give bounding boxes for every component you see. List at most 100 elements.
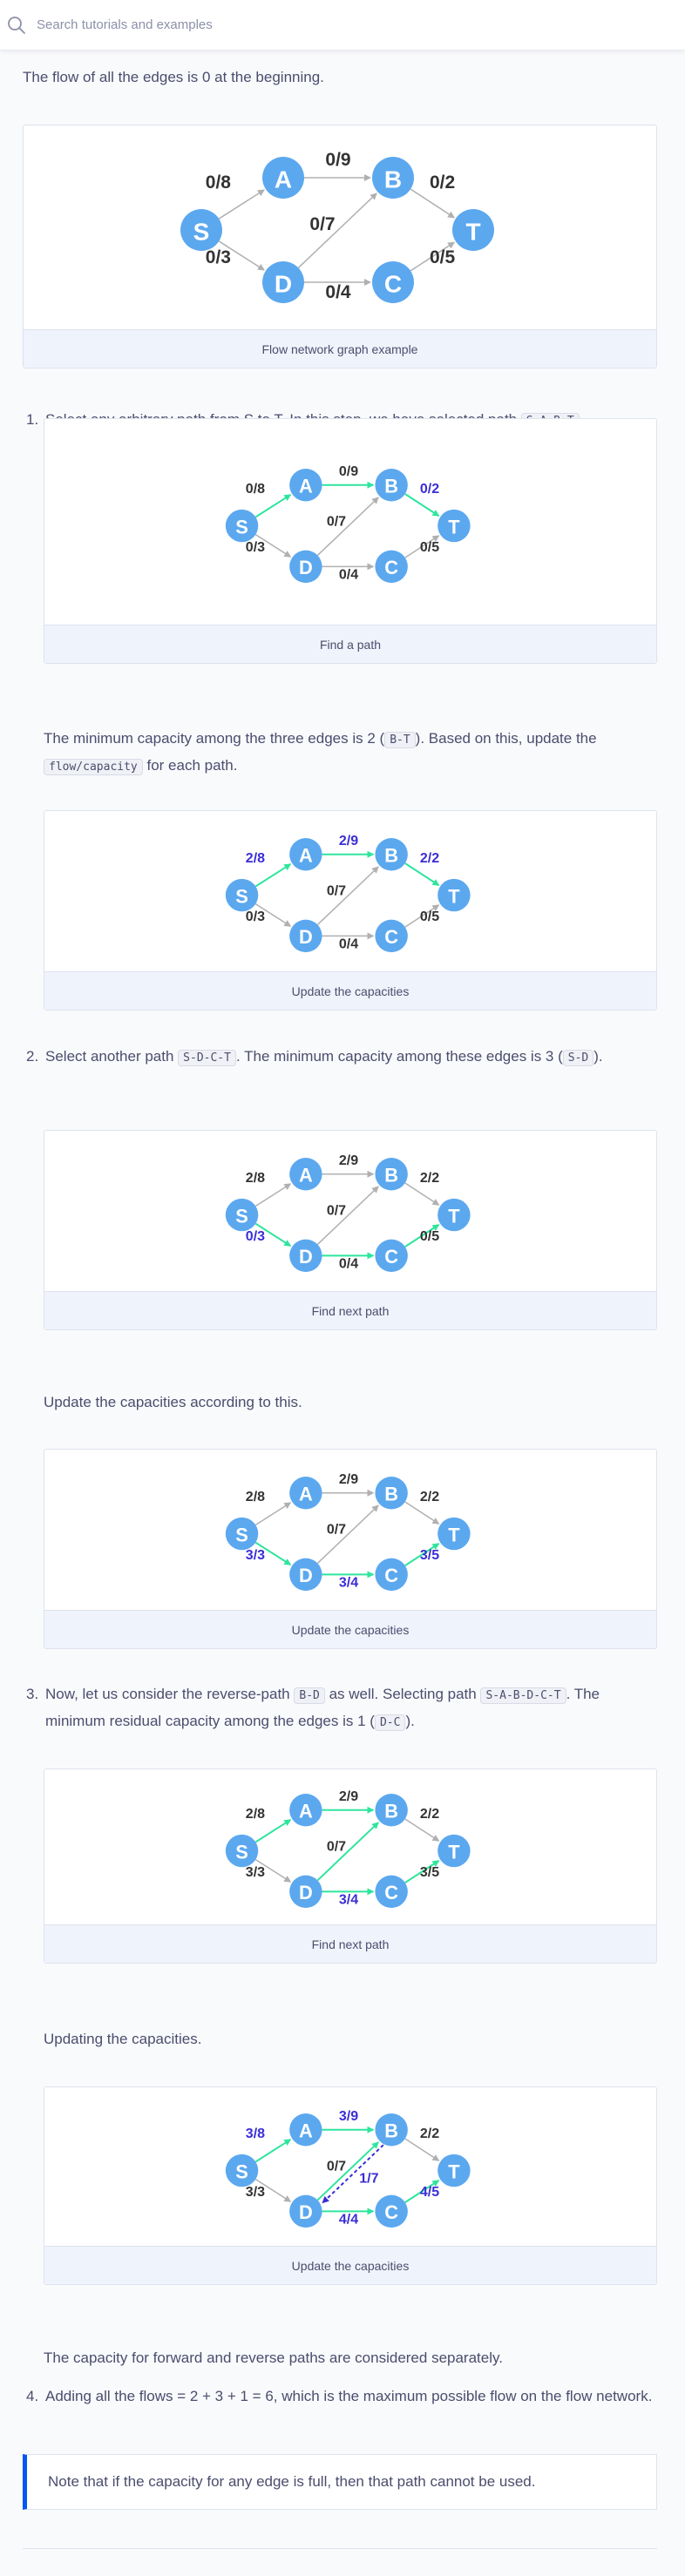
node-a: A — [289, 1477, 322, 1510]
node-s: S — [180, 209, 222, 251]
edge-sd — [254, 533, 292, 558]
node-t: T — [437, 1517, 471, 1551]
edge-db — [316, 1504, 379, 1564]
edge-sd — [254, 2178, 292, 2202]
edge-bt — [404, 1818, 440, 1842]
search-input[interactable]: Search tutorials and examples — [37, 17, 213, 32]
edge-label-sd: 3/3 — [246, 2185, 265, 2200]
edge-ct — [404, 535, 440, 558]
svg-text:A: A — [299, 845, 313, 867]
svg-text:D: D — [299, 926, 313, 948]
svg-text:B: B — [384, 476, 398, 497]
svg-text:T: T — [448, 1205, 460, 1227]
svg-text:D: D — [299, 557, 313, 578]
figure-caption: Find next path — [44, 1291, 656, 1329]
node-c: C — [375, 2194, 408, 2228]
min-capacity-text: The minimum capacity among the three edg… — [44, 730, 597, 775]
svg-text:S: S — [235, 516, 248, 538]
node-s: S — [225, 878, 259, 912]
svg-text:D: D — [299, 1565, 313, 1586]
step-3: 3. Now, let us consider the reverse-path… — [26, 1681, 662, 1734]
edge-label-sd: 0/3 — [246, 1229, 265, 1244]
svg-text:T: T — [448, 885, 460, 907]
node-t: T — [437, 2153, 471, 2187]
edge-label-dc: 0/4 — [339, 936, 358, 951]
edge-sa — [254, 494, 292, 518]
svg-text:D: D — [275, 270, 292, 297]
edge-label-ct: 0/5 — [420, 1229, 439, 1244]
edge-label-bt: 2/2 — [420, 1807, 439, 1822]
figure-caption: Update the capacities — [44, 971, 656, 1010]
node-a: A — [289, 1794, 322, 1827]
edge-label-bt: 2/2 — [420, 1490, 439, 1504]
search-bar[interactable]: Search tutorials and examples — [0, 0, 685, 51]
edge-bt — [404, 493, 440, 517]
node-s: S — [225, 1834, 259, 1868]
node-c: C — [375, 550, 408, 584]
svg-text:B: B — [384, 1801, 398, 1822]
code-flow-capacity: flow/capacity — [44, 759, 143, 775]
edge-label-dc: 4/4 — [339, 2212, 358, 2227]
edge-label-ab: 0/9 — [339, 464, 358, 479]
figure-caption: Flow network graph example — [24, 329, 656, 368]
node-c: C — [375, 1558, 408, 1592]
step-number: 2. — [26, 1048, 39, 1065]
edge-label-ct: 4/5 — [420, 2185, 439, 2200]
node-t: T — [437, 1198, 471, 1232]
node-a: A — [289, 838, 322, 871]
step-number: 4. — [26, 2388, 39, 2404]
edge-label-ab: 2/9 — [339, 1789, 358, 1804]
edge-ct — [404, 1543, 440, 1566]
svg-text:D: D — [299, 1882, 313, 1903]
edge-label-ct: 3/5 — [420, 1548, 439, 1563]
node-s: S — [225, 1517, 259, 1551]
edge-bt — [404, 2138, 440, 2161]
svg-text:C: C — [384, 1246, 398, 1268]
edge-label-sa: 2/8 — [246, 1807, 265, 1822]
updating-text: Updating the capacities. — [44, 2031, 202, 2047]
edge-label-ab: 0/9 — [325, 150, 350, 170]
edge-label-ct: 0/5 — [430, 247, 456, 267]
svg-text:B: B — [384, 845, 398, 867]
edge-db — [316, 866, 379, 925]
svg-text:D: D — [299, 1246, 313, 1268]
edge-db — [316, 1822, 379, 1882]
edge-ct — [404, 904, 440, 928]
edge-label-db: 0/7 — [327, 1204, 346, 1219]
svg-text:B: B — [384, 166, 402, 193]
node-a: A — [289, 469, 322, 502]
edge-label-ab: 2/9 — [339, 1472, 358, 1487]
svg-text:C: C — [384, 926, 398, 948]
edge-label-ct: 3/5 — [420, 1865, 439, 1880]
edge-sd — [254, 1222, 292, 1247]
step-number: 3. — [26, 1686, 39, 1702]
edge-label-bt: 2/2 — [420, 2126, 439, 2141]
edge-label-bt: 0/2 — [430, 172, 455, 193]
edge-label-ab: 3/9 — [339, 2109, 358, 2124]
node-a: A — [262, 157, 304, 199]
node-d: D — [289, 550, 322, 584]
svg-text:A: A — [275, 166, 292, 193]
node-s: S — [225, 1198, 259, 1232]
svg-text:S: S — [193, 218, 210, 245]
edge-label-sa: 2/8 — [246, 851, 265, 866]
svg-text:T: T — [448, 516, 460, 538]
edge-sa — [254, 1502, 292, 1526]
svg-text:D: D — [299, 2201, 313, 2223]
edge-label-ct: 0/5 — [420, 909, 439, 924]
node-b: B — [372, 157, 414, 199]
search-icon — [7, 16, 26, 35]
node-b: B — [375, 2113, 408, 2147]
edge-label-sd: 3/3 — [246, 1548, 265, 1563]
divider — [23, 2548, 657, 2549]
node-s: S — [225, 2153, 259, 2187]
node-s: S — [225, 509, 259, 543]
edge-label-sa: 3/8 — [246, 2126, 265, 2141]
